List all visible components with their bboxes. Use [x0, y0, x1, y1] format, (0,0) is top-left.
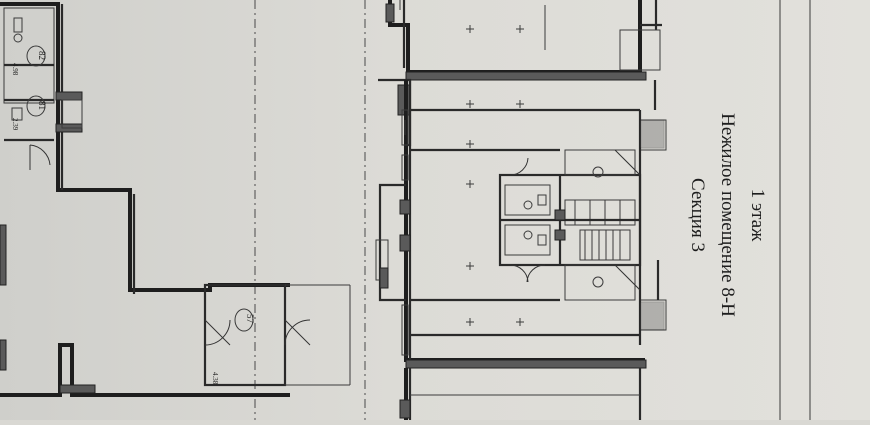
room-tag-81	[26, 95, 46, 117]
left-plan-section: 82 4.98 81 2.39 57 4.38	[0, 2, 351, 397]
plan-title-floor: 1 этаж	[747, 189, 768, 242]
room-tag-82	[26, 45, 46, 67]
section-3-plan	[375, 0, 667, 420]
room-area-81: 2.39	[11, 118, 19, 131]
dimension-ticks	[466, 25, 524, 326]
room-number-82: 82	[37, 51, 47, 60]
stairs	[579, 229, 631, 261]
room-area-57: 4.38	[211, 372, 219, 385]
room-area-82: 4.98	[11, 63, 19, 76]
plan-title-block: 1 этаж Нежилое помещение 8-Н Секция 3	[687, 113, 768, 317]
room-number-57: 57	[245, 314, 255, 324]
room-57-outline	[203, 283, 287, 387]
room-tag-57	[234, 308, 254, 332]
room-number-81: 81	[37, 101, 47, 110]
plan-title-section: Секция 3	[687, 178, 708, 252]
plan-title-premises: Нежилое помещение 8-Н	[717, 113, 738, 317]
